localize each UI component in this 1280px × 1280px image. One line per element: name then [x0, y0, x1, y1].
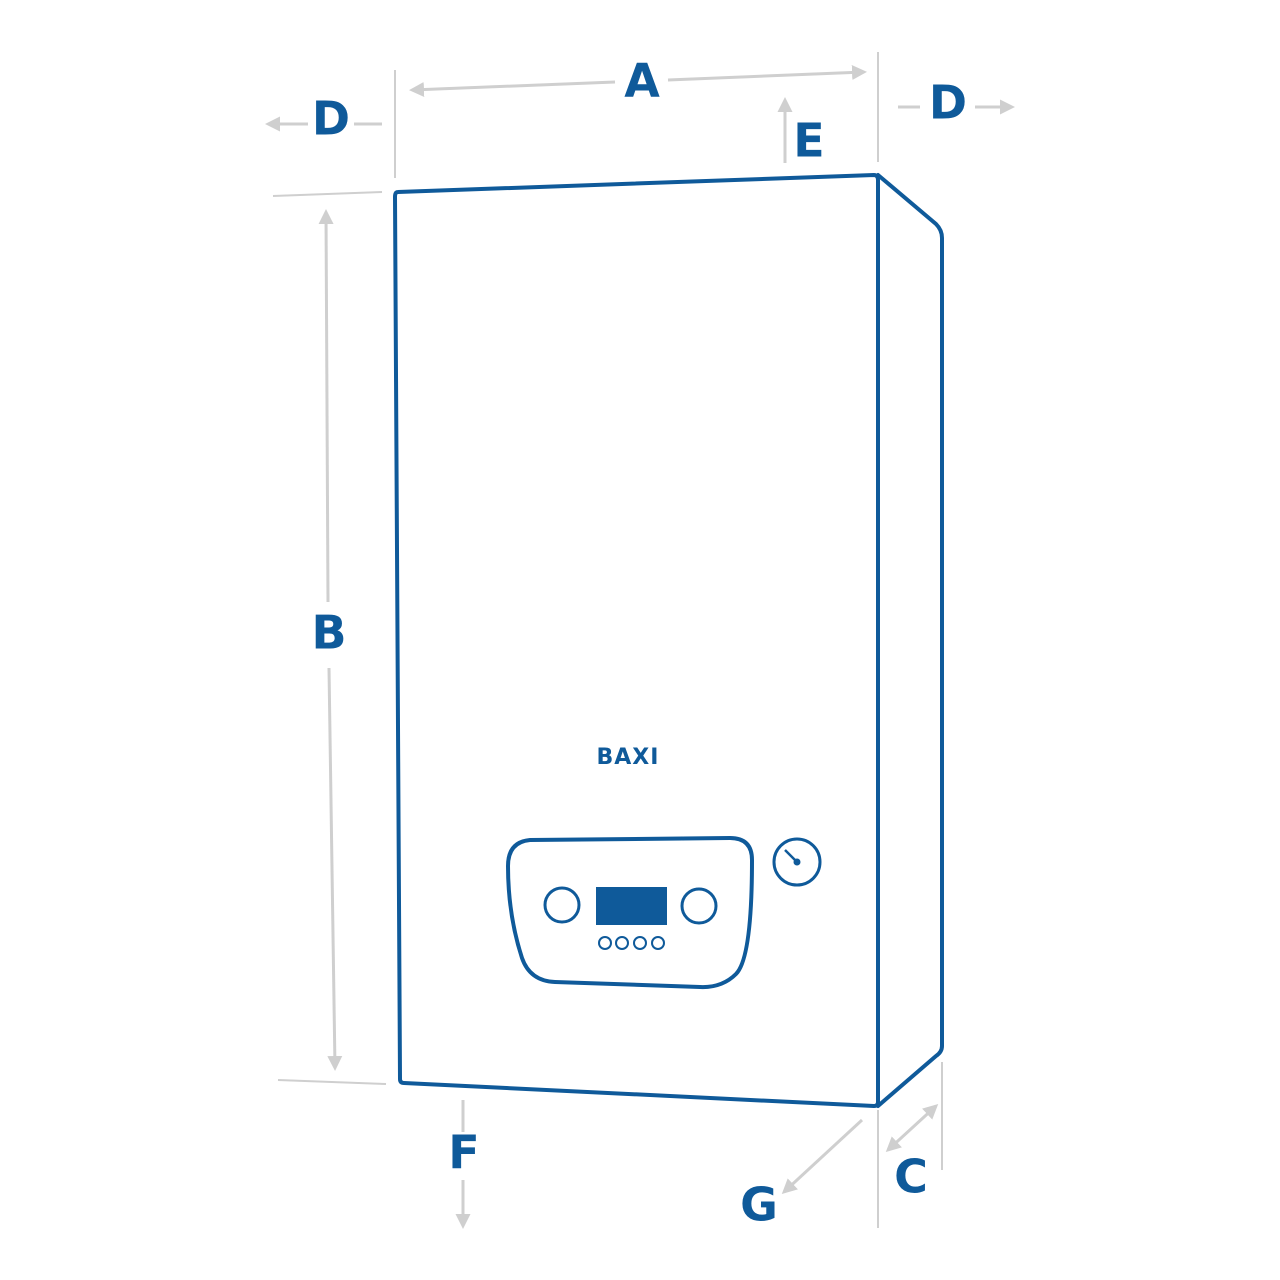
boiler-front-panel	[393, 173, 880, 1108]
control-panel-bezel	[506, 836, 754, 990]
gauge-pivot	[793, 858, 801, 866]
knob-left-icon[interactable]	[543, 886, 581, 924]
dimension-c-line	[885, 1103, 939, 1153]
dimension-b-line-top	[318, 209, 334, 603]
push-button-3-icon[interactable]	[633, 936, 647, 950]
control-panel	[506, 836, 754, 990]
dimension-labels: A D D E B F G C	[311, 54, 967, 1232]
dimension-g-arrow	[781, 1118, 864, 1195]
dimension-lines	[265, 52, 1015, 1229]
knob-right-icon[interactable]	[680, 887, 718, 925]
label-f: F	[448, 1126, 479, 1180]
extension-line-top-left	[272, 191, 383, 197]
label-c: C	[894, 1150, 928, 1204]
pressure-gauge-icon	[772, 837, 822, 887]
label-a: A	[624, 54, 660, 108]
label-g: G	[740, 1178, 778, 1232]
dimension-a-line-left	[409, 80, 616, 98]
push-button-4-icon[interactable]	[651, 936, 665, 950]
label-d-right: D	[929, 76, 967, 130]
boiler: BAXI	[393, 173, 944, 1108]
extension-line-bottom-left	[277, 1079, 387, 1085]
label-e: E	[793, 114, 824, 168]
boiler-side-panel	[876, 173, 944, 1108]
push-button-1-icon[interactable]	[598, 936, 612, 950]
label-b: B	[311, 606, 346, 660]
button-row	[598, 936, 665, 950]
display-screen-icon	[596, 887, 667, 925]
label-d-left: D	[312, 92, 350, 146]
brand-logo: BAXI	[597, 745, 660, 770]
dimension-a-line-right	[667, 64, 867, 82]
dimension-b-line-bottom	[327, 667, 343, 1071]
push-button-2-icon[interactable]	[615, 936, 629, 950]
